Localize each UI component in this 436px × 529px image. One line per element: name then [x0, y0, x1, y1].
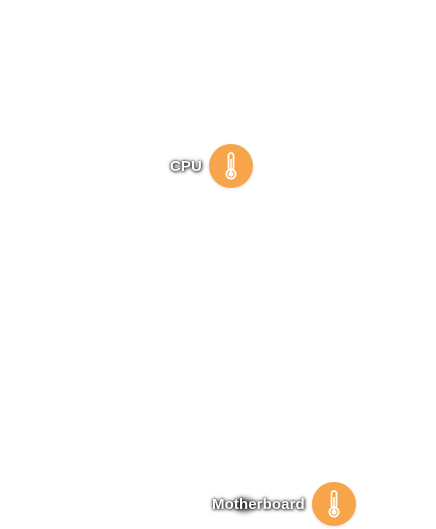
thermometer-icon[interactable] — [208, 144, 253, 188]
sensor-label-cpu: CPU — [170, 157, 202, 175]
thermometer-icon-graphic — [328, 490, 340, 518]
sensor-motherboard[interactable]: Motherboard — [212, 482, 356, 526]
sensor-label-motherboard: Motherboard — [212, 495, 305, 513]
thermometer-icon[interactable] — [311, 482, 356, 526]
sensor-cpu[interactable]: CPU — [170, 144, 253, 188]
shadow-smudge — [234, 498, 254, 512]
thermometer-icon-graphic — [225, 152, 237, 180]
